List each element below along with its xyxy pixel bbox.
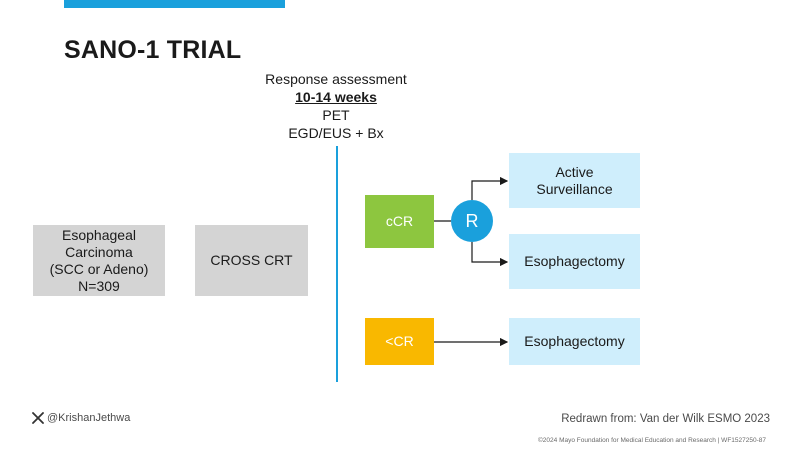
social-handle: @KrishanJethwa bbox=[32, 412, 130, 424]
ccr-label: cCR bbox=[385, 213, 414, 229]
active-surveillance-line1: Active bbox=[555, 163, 594, 180]
cross-crt-label: CROSS CRT bbox=[210, 252, 293, 268]
source-citation: Redrawn from: Van der Wilk ESMO 2023 bbox=[561, 413, 770, 425]
esophagectomy-upper-label: Esophagectomy bbox=[524, 253, 625, 269]
less-cr-box: <CR bbox=[365, 318, 434, 365]
active-surveillance-line2: Surveillance bbox=[536, 180, 613, 197]
population-line1: Esophageal bbox=[62, 226, 136, 243]
r-to-surveillance-arrow bbox=[471, 176, 509, 200]
assessment-timing: 10-14 weeks bbox=[295, 89, 377, 105]
cross-crt-box: CROSS CRT bbox=[195, 225, 308, 296]
population-box: Esophageal Carcinoma (SCC or Adeno) N=30… bbox=[33, 225, 165, 296]
population-line2: Carcinoma bbox=[65, 243, 133, 260]
active-surveillance-box: Active Surveillance bbox=[509, 153, 640, 208]
assessment-heading: Response assessment bbox=[265, 71, 407, 87]
esophagectomy-upper-box: Esophagectomy bbox=[509, 234, 640, 289]
esophagectomy-lower-label: Esophagectomy bbox=[524, 333, 625, 349]
copyright-notice: ©2024 Mayo Foundation for Medical Educat… bbox=[538, 437, 766, 444]
handle-text: @KrishanJethwa bbox=[47, 412, 131, 424]
assessment-divider-line bbox=[336, 146, 338, 382]
population-line3: (SCC or Adeno) bbox=[49, 260, 149, 277]
r-to-esophagectomy-arrow bbox=[471, 242, 509, 267]
assessment-pet: PET bbox=[322, 107, 350, 123]
randomization-circle: R bbox=[451, 200, 493, 242]
population-line4: N=309 bbox=[78, 277, 120, 294]
esophagectomy-lower-box: Esophagectomy bbox=[509, 318, 640, 365]
x-logo-icon bbox=[32, 412, 44, 424]
top-accent-bar bbox=[64, 0, 285, 8]
assessment-egd: EGD/EUS + Bx bbox=[288, 125, 384, 141]
randomization-label: R bbox=[465, 210, 479, 231]
ccr-box: cCR bbox=[365, 195, 434, 248]
less-cr-label: <CR bbox=[385, 333, 414, 349]
slide-title: SANO-1 TRIAL bbox=[64, 36, 242, 64]
response-assessment-label: Response assessment 10-14 weeks PET EGD/… bbox=[236, 70, 436, 142]
